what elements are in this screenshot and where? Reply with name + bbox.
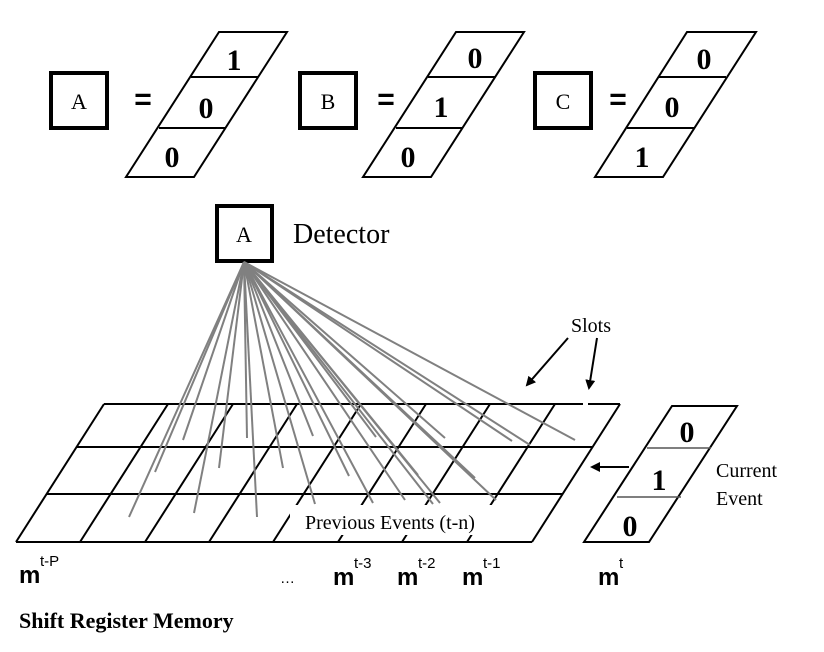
memory-label-t-3: m t-3	[333, 555, 372, 591]
memory-labels: m t-P … m t-3 m t-2 m t-1 m t	[19, 553, 624, 591]
diagram-title: Shift Register Memory	[19, 608, 234, 633]
detector: A Detector	[215, 204, 390, 263]
detector-connection-line	[128, 261, 245, 518]
current-event-bit-2: 0	[623, 510, 638, 543]
detector-connection-line	[243, 261, 316, 505]
svg-text:m: m	[19, 562, 40, 589]
detector-connection-line	[243, 261, 406, 501]
pattern-c-vector: 0 0 1	[593, 31, 758, 178]
memory-ellipsis: …	[280, 570, 295, 587]
detector-connection-line	[243, 261, 576, 441]
pattern-b: B = 0 1 0	[298, 31, 526, 178]
pattern-c-bit-2: 1	[635, 141, 650, 174]
pattern-a: A = 1 0 0	[49, 31, 289, 178]
pattern-b-bit-2: 0	[401, 141, 416, 174]
pattern-c-bit-0: 0	[697, 43, 712, 76]
pattern-c: C = 0 0 1	[533, 31, 758, 178]
current-event: 0 1 0 Current Event	[582, 405, 778, 543]
svg-text:t: t	[619, 555, 624, 572]
slots-label: Slots	[571, 315, 611, 337]
pattern-b-bit-1: 1	[434, 91, 449, 124]
pattern-a-equals: =	[134, 83, 152, 116]
detector-box	[215, 204, 274, 263]
grid-column-line	[208, 403, 298, 543]
detector-connection-line	[154, 261, 245, 473]
previous-events: Previous Events (t-n)	[290, 505, 515, 535]
svg-text:m: m	[462, 564, 483, 591]
detector-connection-line	[243, 261, 441, 504]
detector-connection-line	[182, 261, 245, 441]
current-event-vector	[582, 405, 739, 543]
detector-caption: Detector	[293, 219, 390, 250]
svg-text:t-3: t-3	[354, 555, 372, 572]
pattern-b-vector: 0 1 0	[361, 31, 526, 178]
svg-text:m: m	[333, 564, 354, 591]
pattern-a-bit-2: 0	[165, 141, 180, 174]
current-event-bit-1: 1	[652, 464, 667, 497]
memory-label-t: m t	[598, 555, 624, 591]
detector-connection-line	[243, 261, 350, 477]
detector-connection-line	[243, 261, 284, 469]
svg-text:m: m	[598, 564, 619, 591]
slots-annotation: Slots	[525, 315, 611, 390]
current-event-bit-0: 0	[680, 416, 695, 449]
current-event-caption-2: Event	[716, 488, 763, 510]
pattern-c-label: C	[556, 89, 571, 114]
detector-connection-line	[218, 261, 245, 469]
pattern-a-bit-1: 0	[199, 92, 214, 125]
detector-connection-line	[243, 261, 258, 518]
pattern-b-box	[298, 71, 358, 130]
grid-column-line	[272, 403, 362, 543]
detector-connection-line	[243, 261, 531, 446]
current-event-caption-1: Current	[716, 460, 778, 482]
previous-events-mask	[290, 505, 515, 535]
grid-column-line	[531, 403, 621, 543]
detector-connection-line	[243, 261, 314, 437]
detector-connection-line	[243, 261, 434, 505]
pattern-a-bit-0: 1	[227, 44, 242, 77]
svg-text:t-P: t-P	[40, 553, 59, 570]
grid-column-line	[79, 403, 169, 543]
detector-connection-line	[243, 261, 374, 504]
slots-arrow-left	[525, 337, 569, 387]
pattern-a-box	[49, 71, 109, 130]
slots-arrow-right	[585, 337, 598, 390]
detector-connections	[128, 261, 576, 518]
svg-text:t-2: t-2	[418, 555, 436, 572]
svg-text:t-1: t-1	[483, 555, 501, 572]
grid-column-line	[144, 403, 234, 543]
previous-events-label: Previous Events (t-n)	[305, 512, 475, 534]
pattern-a-label: A	[71, 89, 87, 114]
memory-label-t-2: m t-2	[397, 555, 436, 591]
detector-connection-line	[243, 261, 446, 439]
detector-connection-line	[243, 261, 513, 442]
detector-connection-line	[243, 261, 497, 501]
pattern-c-equals: =	[609, 83, 627, 116]
pattern-b-equals: =	[377, 83, 395, 116]
pattern-c-bit-1: 0	[665, 91, 680, 124]
svg-text:m: m	[397, 564, 418, 591]
grid-column-line	[15, 403, 105, 543]
memory-label-t-1: m t-1	[462, 555, 501, 591]
pattern-c-box	[533, 71, 593, 130]
memory-label-t-p: m t-P	[19, 553, 59, 589]
pattern-b-label: B	[321, 89, 336, 114]
detector-connection-line	[193, 261, 245, 514]
pattern-a-vector: 1 0 0	[124, 31, 289, 178]
pattern-b-bit-0: 0	[468, 42, 483, 75]
detector-label: A	[236, 222, 252, 247]
